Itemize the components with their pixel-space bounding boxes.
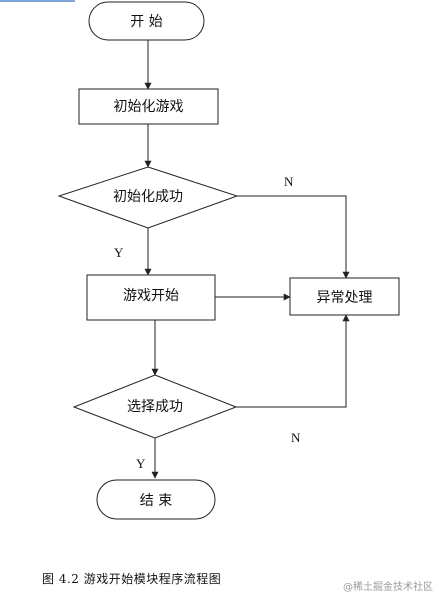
edge-decision-no [237,195,350,279]
init-success-decision [57,166,239,229]
end-terminal [96,479,216,520]
start-terminal [88,1,205,41]
figure-caption: 图 4.2 游戏开始模块程序流程图 [42,572,222,586]
exception-label: 异常处理 [317,290,373,306]
init-no-label: N [284,174,294,189]
game-start-label: 游戏开始 [123,288,179,304]
init-game-process [78,88,219,125]
select-yes-label: Y [136,456,146,471]
init-game-label: 初始化游戏 [114,98,184,115]
select-success-label: 选择成功 [127,399,183,415]
end-label: 结 束 [140,493,172,509]
game-start-process [86,274,216,321]
exception-process [289,277,400,316]
watermark: @稀土掘金技术社区 [343,582,433,593]
init-yes-label: Y [114,245,124,260]
start-label: 开 始 [130,14,162,30]
select-success-decision [72,374,238,439]
init-success-label: 初始化成功 [113,188,183,205]
select-no-label: N [291,430,301,445]
top-accent-line [0,0,75,2]
edge-select-no [236,314,350,408]
